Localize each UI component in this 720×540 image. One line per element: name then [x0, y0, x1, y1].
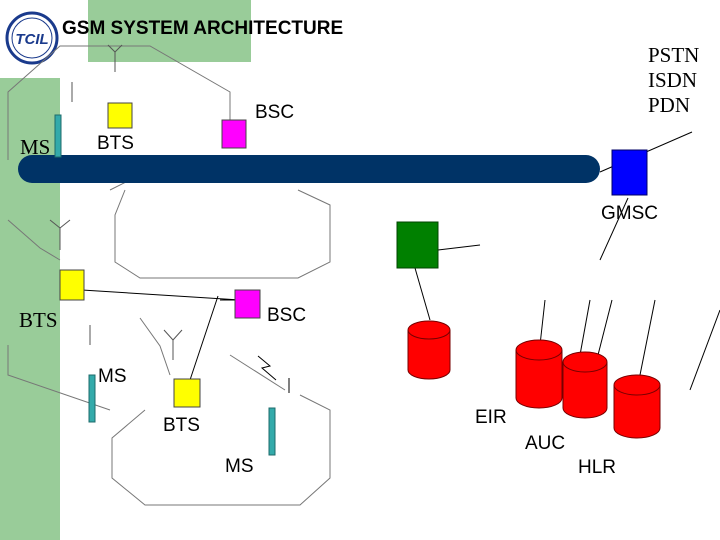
ms-top-label: MS — [20, 135, 51, 159]
network-backbone — [18, 155, 600, 183]
bsc-nodes — [221, 119, 261, 319]
bts-bottom — [173, 378, 201, 408]
gmsc-label: GMSC — [601, 203, 658, 224]
bts-bottom-label: BTS — [163, 415, 200, 436]
database-auc — [515, 339, 563, 409]
page-title: GSM SYSTEM ARCHITECTURE — [62, 18, 344, 39]
database-hlr-2 — [613, 374, 661, 439]
ms-mid — [88, 374, 96, 423]
auc-label: AUC — [525, 433, 566, 454]
msc-node — [611, 149, 648, 196]
antenna-icons — [49, 44, 183, 360]
isdn-label: ISDN — [648, 68, 698, 92]
database-hlr-1 — [562, 351, 608, 419]
ms-mid-label: MS — [98, 366, 127, 387]
database-eir — [407, 320, 451, 380]
ms-top — [54, 114, 62, 158]
bsc-mid — [234, 289, 261, 319]
bts-top — [107, 102, 133, 129]
bts-left-label: BTS — [19, 308, 58, 332]
gmsc-node — [396, 221, 439, 269]
eir-label: EIR — [475, 407, 507, 428]
ms-bottom-label: MS — [225, 456, 254, 477]
pstn-label: PSTN — [648, 43, 700, 67]
mobile-stations — [54, 114, 276, 456]
bsc-top — [221, 119, 247, 149]
bts-nodes — [59, 102, 201, 408]
pdn-label: PDN — [648, 93, 691, 117]
bsc-mid-label: BSC — [267, 305, 307, 326]
ms-bottom — [268, 407, 276, 456]
cell-outlines — [7, 45, 331, 506]
tcil-logo: TCIL — [5, 11, 59, 65]
bts-left — [59, 269, 85, 301]
bsc-top-label: BSC — [255, 102, 295, 123]
hlr-label: HLR — [578, 457, 617, 478]
svg-text:TCIL: TCIL — [15, 31, 48, 48]
bts-top-label: BTS — [97, 133, 134, 154]
